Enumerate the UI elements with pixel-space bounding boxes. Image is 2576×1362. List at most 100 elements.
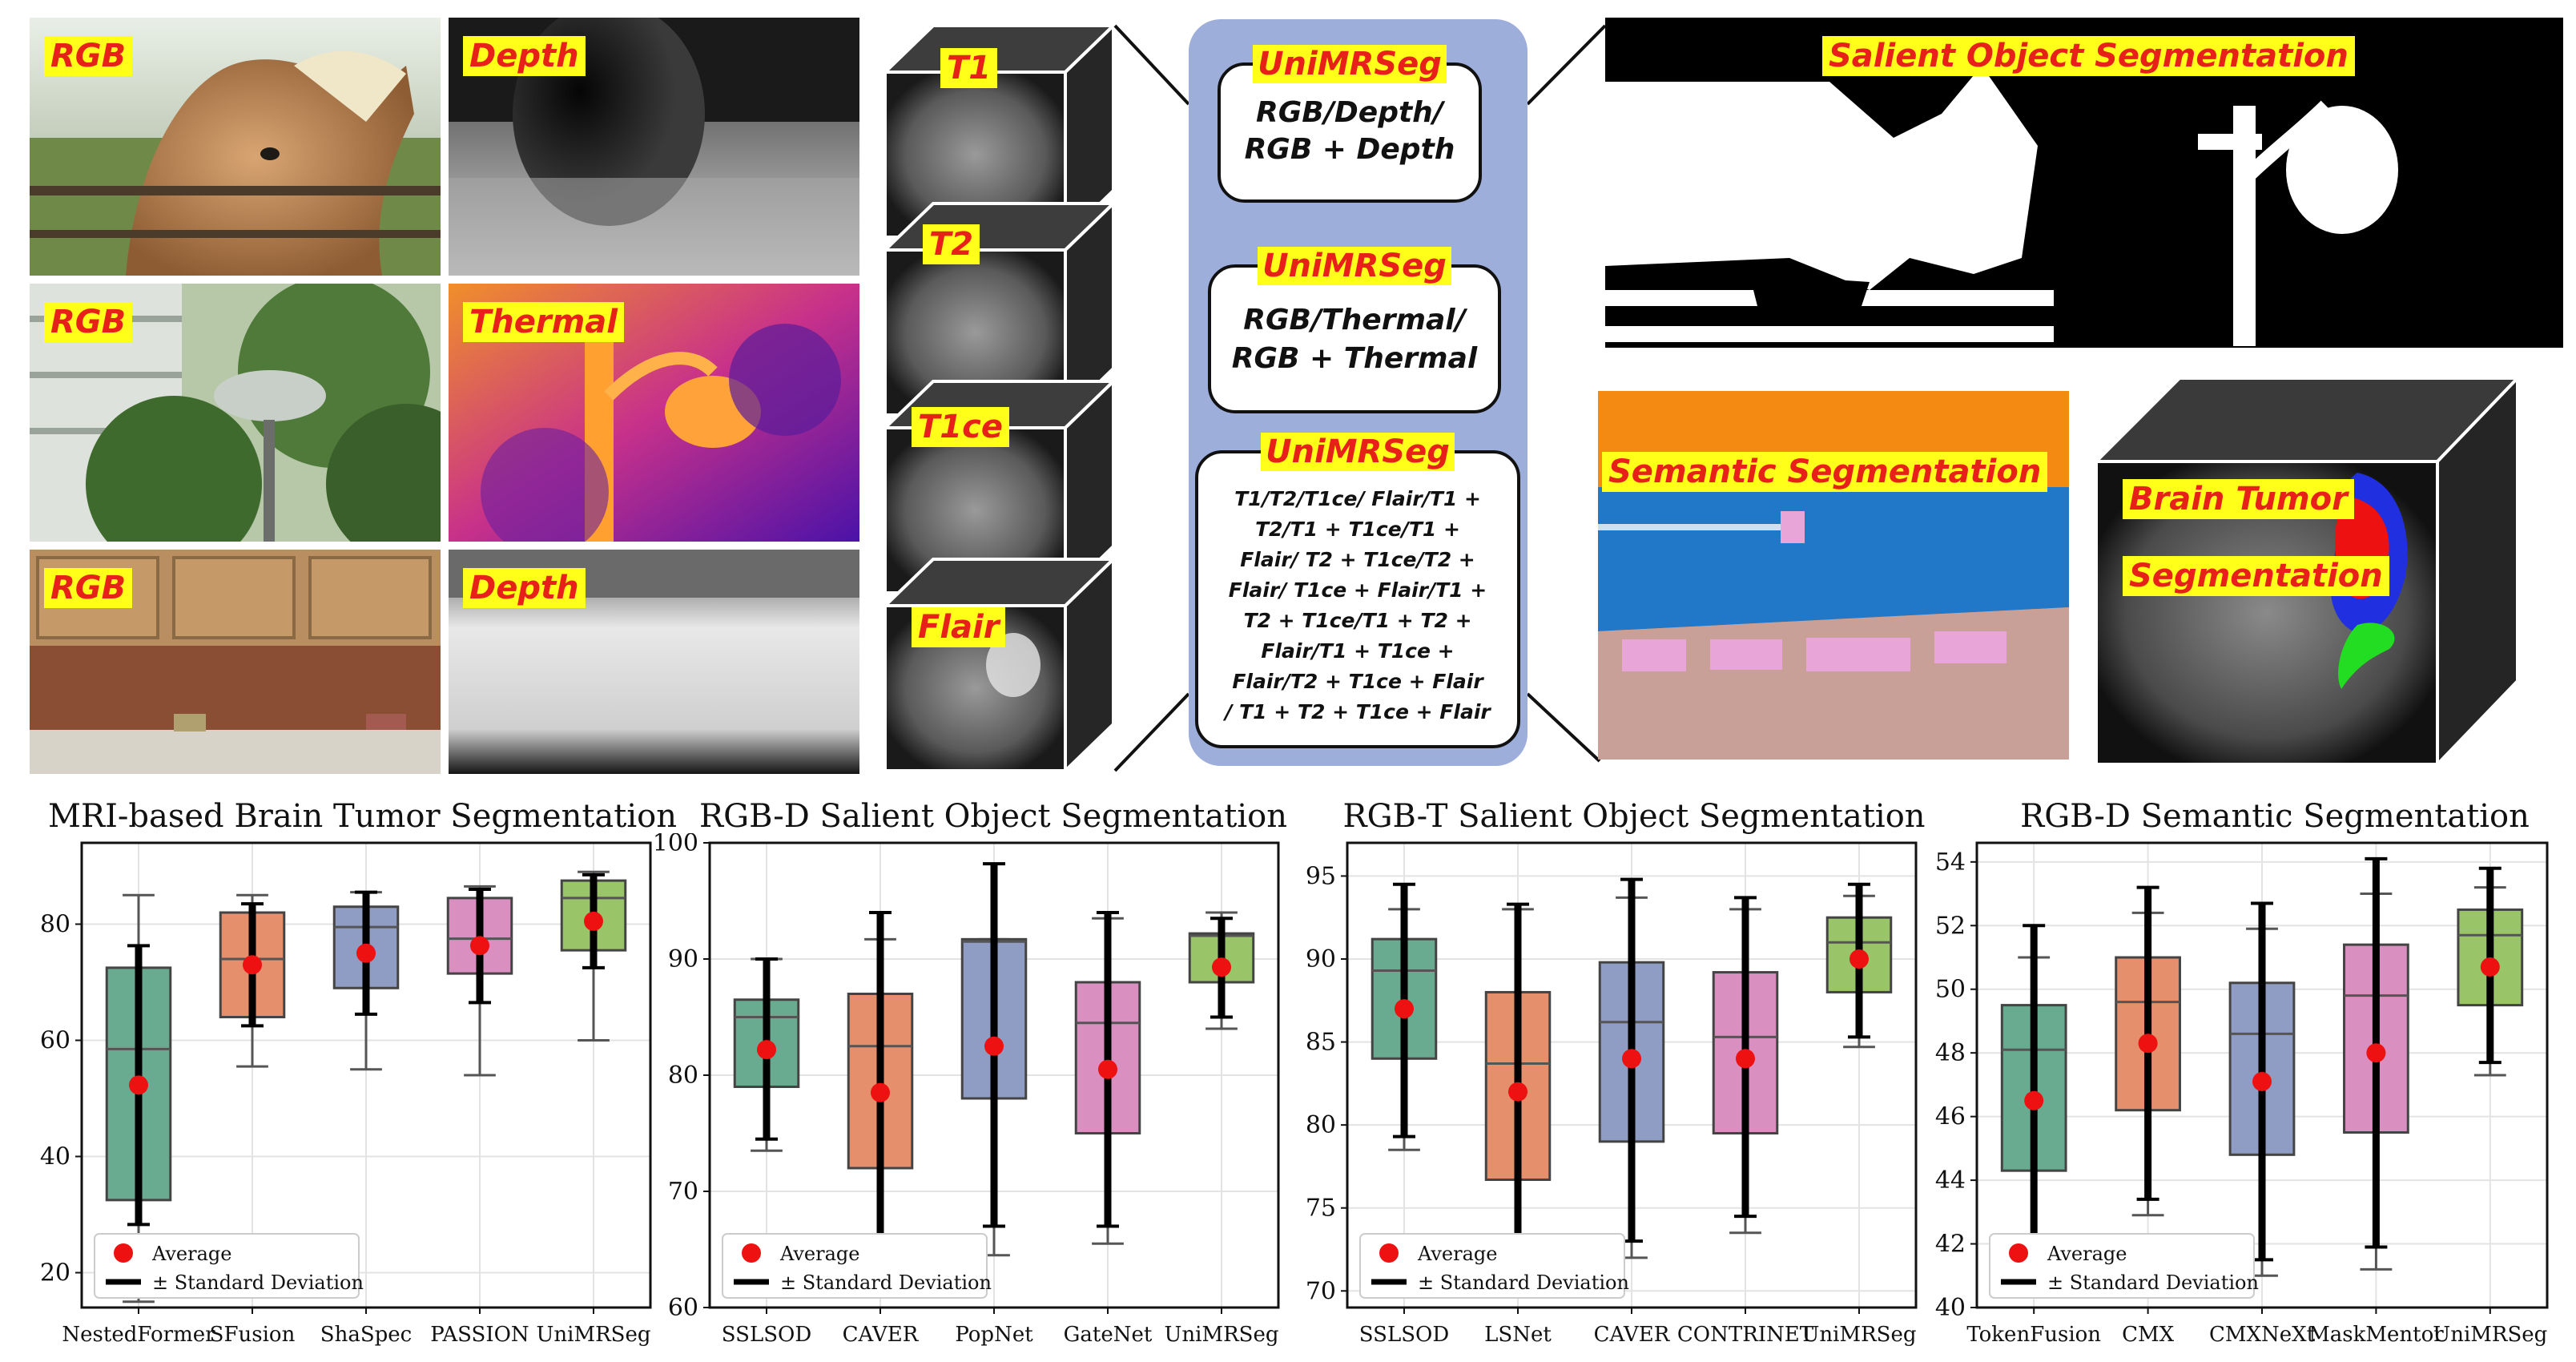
average-marker bbox=[1508, 1082, 1527, 1102]
rgb-image-kitchen bbox=[30, 550, 441, 774]
label-rgb-1: RGB bbox=[44, 36, 133, 76]
x-tick-label: LSNet bbox=[1484, 1323, 1552, 1347]
average-marker bbox=[243, 955, 262, 975]
chart-title-4: RGB-D Semantic Segmentation bbox=[2020, 798, 2530, 835]
average-marker bbox=[584, 911, 603, 931]
chart-title-1: MRI-based Brain Tumor Segmentation bbox=[48, 798, 677, 835]
legend-average-label: Average bbox=[1417, 1243, 1497, 1265]
model-box-mri: UniMRSeg T1/T2/T1ce/ Flair/T1 + T2/T1 + … bbox=[1195, 433, 1520, 748]
y-tick-label: 70 bbox=[668, 1178, 698, 1206]
label-segmentation: Segmentation bbox=[2123, 556, 2389, 596]
lamp-image bbox=[30, 284, 441, 542]
kitchen-image bbox=[30, 550, 441, 774]
model-box-modalities: RGB/Depth/ RGB + Depth bbox=[1244, 96, 1455, 166]
x-tick-label: ShaSpec bbox=[320, 1323, 412, 1347]
plot-frame bbox=[708, 841, 1280, 1309]
x-tick-label: MaskMentor bbox=[2308, 1323, 2444, 1347]
x-tick-label: NestedFormer bbox=[62, 1323, 215, 1347]
y-tick-label: 95 bbox=[1306, 862, 1336, 890]
plot-frame bbox=[80, 841, 652, 1309]
average-marker bbox=[1098, 1059, 1117, 1079]
chart-title-2: RGB-D Salient Object Segmentation bbox=[699, 798, 1287, 835]
label-depth-1: Depth bbox=[463, 36, 586, 76]
model-box-modalities: T1/T2/T1ce/ Flair/T1 + T2/T1 + T1ce/T1 +… bbox=[1225, 487, 1491, 723]
label-brain-tumor: Brain Tumor bbox=[2123, 479, 2354, 519]
x-tick-label: SSLSOD bbox=[1359, 1323, 1449, 1347]
label-t1ce: T1ce bbox=[912, 407, 1009, 447]
x-tick-label: CAVER bbox=[843, 1323, 920, 1347]
y-tick-label: 60 bbox=[40, 1027, 70, 1055]
y-tick-label: 48 bbox=[1935, 1039, 1966, 1067]
average-marker bbox=[1849, 949, 1869, 969]
y-tick-label: 46 bbox=[1935, 1103, 1966, 1131]
label-depth-2: Depth bbox=[463, 568, 586, 608]
y-tick-label: 90 bbox=[1306, 945, 1336, 973]
semantic-mask-panel bbox=[1598, 391, 2069, 760]
plot-frame bbox=[1346, 841, 1918, 1309]
y-tick-label: 60 bbox=[668, 1294, 698, 1322]
x-tick-label: UniMRSeg bbox=[1164, 1323, 1278, 1347]
y-tick-label: 40 bbox=[1935, 1294, 1966, 1322]
average-marker bbox=[2480, 957, 2500, 977]
legend-average-marker bbox=[114, 1243, 133, 1263]
x-tick-label: PASSION bbox=[430, 1323, 529, 1347]
label-thermal: Thermal bbox=[463, 302, 624, 342]
y-tick-label: 52 bbox=[1935, 912, 1966, 940]
x-tick-label: SFusion bbox=[210, 1323, 296, 1347]
x-tick-label: GateNet bbox=[1064, 1323, 1153, 1347]
x-tick-label: UniMRSeg bbox=[2433, 1323, 2547, 1347]
model-box-rgbd: UniMRSeg RGB/Depth/ RGB + Depth bbox=[1218, 45, 1482, 203]
legend-std-label: ± Standard Deviation bbox=[1418, 1271, 1629, 1294]
model-box-title: UniMRSeg bbox=[1253, 45, 1447, 83]
legend-average-marker bbox=[742, 1243, 761, 1263]
label-semantic: Semantic Segmentation bbox=[1602, 452, 2048, 492]
average-marker bbox=[984, 1036, 1004, 1056]
y-tick-label: 85 bbox=[1306, 1029, 1336, 1057]
y-tick-label: 80 bbox=[40, 911, 70, 939]
rgb-image-lamp bbox=[30, 284, 441, 542]
average-marker bbox=[757, 1040, 776, 1060]
x-tick-label: CONTRINET bbox=[1677, 1323, 1814, 1347]
model-box-title: UniMRSeg bbox=[1258, 247, 1451, 285]
average-marker bbox=[2252, 1071, 2272, 1091]
legend-std-label: ± Standard Deviation bbox=[152, 1271, 364, 1294]
average-marker bbox=[356, 943, 376, 963]
y-tick-label: 100 bbox=[653, 833, 698, 857]
average-marker bbox=[871, 1082, 890, 1102]
plot-frame bbox=[1975, 841, 2549, 1309]
average-marker bbox=[1736, 1049, 1755, 1069]
y-tick-label: 50 bbox=[1935, 976, 1966, 1004]
semantic-mask-image bbox=[1598, 391, 2069, 760]
y-tick-label: 40 bbox=[40, 1143, 70, 1171]
y-tick-label: 75 bbox=[1306, 1195, 1336, 1223]
model-box-title: UniMRSeg bbox=[1261, 433, 1455, 471]
average-marker bbox=[2366, 1043, 2386, 1063]
average-marker bbox=[1212, 957, 1231, 977]
label-flair: Flair bbox=[912, 607, 1006, 647]
depth-map-image bbox=[449, 18, 859, 276]
legend-average-label: Average bbox=[2047, 1243, 2127, 1265]
y-tick-label: 42 bbox=[1935, 1231, 1966, 1259]
legend-average-marker bbox=[1379, 1243, 1399, 1263]
y-tick-label: 70 bbox=[1306, 1277, 1336, 1305]
average-marker bbox=[1622, 1049, 1641, 1069]
model-box-rgbt: UniMRSeg RGB/Thermal/ RGB + Thermal bbox=[1208, 247, 1501, 413]
y-tick-label: 44 bbox=[1935, 1167, 1966, 1195]
legend-average-label: Average bbox=[779, 1243, 859, 1265]
x-tick-label: PopNet bbox=[955, 1323, 1033, 1347]
y-tick-label: 90 bbox=[668, 945, 698, 973]
legend-average-marker bbox=[2009, 1243, 2028, 1263]
average-marker bbox=[470, 936, 489, 956]
legend-box bbox=[1989, 1233, 2255, 1299]
x-tick-label: CMX bbox=[2122, 1323, 2175, 1347]
salient-mask-image bbox=[1605, 66, 2398, 346]
connector-lines bbox=[1113, 24, 1607, 772]
legend-std-label: ± Standard Deviation bbox=[780, 1271, 992, 1294]
y-tick-label: 80 bbox=[668, 1062, 698, 1090]
label-rgb-2: RGB bbox=[44, 302, 133, 342]
legend-box bbox=[1359, 1233, 1625, 1299]
rgb-image-horse bbox=[30, 18, 441, 276]
label-t1: T1 bbox=[940, 48, 998, 88]
chart-title-3: RGB-T Salient Object Segmentation bbox=[1342, 798, 1926, 835]
